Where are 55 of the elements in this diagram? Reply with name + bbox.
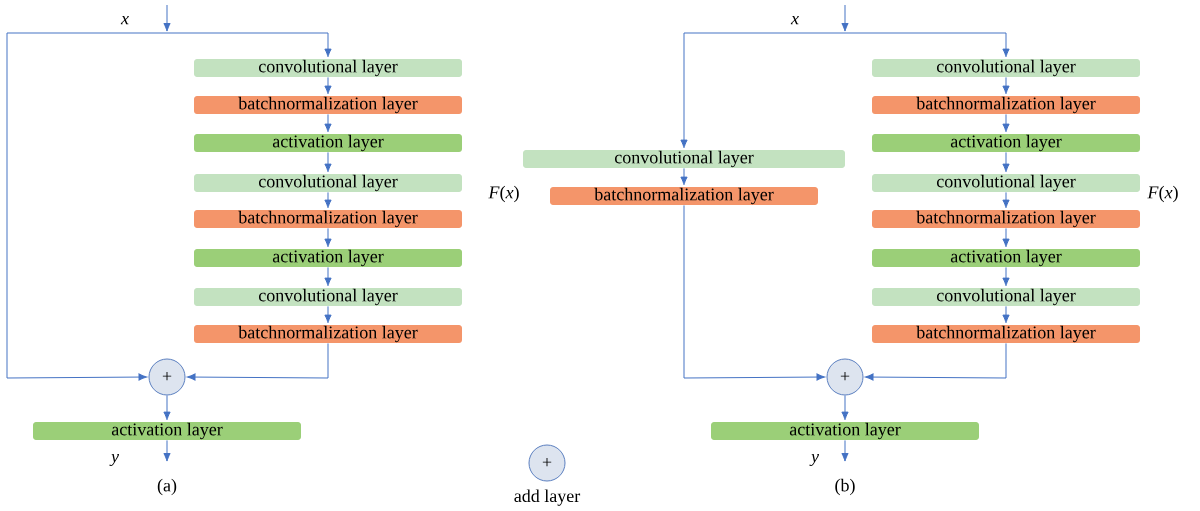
layer-box: activation layer: [872, 249, 1140, 267]
variable-label: (a): [157, 478, 177, 496]
arrow: [683, 204, 826, 381]
arrow: [680, 32, 846, 149]
variable-label: x: [790, 15, 799, 25]
arrow: [186, 342, 329, 381]
layer-box: activation layer: [872, 134, 1140, 152]
layer-box: activation layer: [711, 422, 979, 440]
arrow: [1002, 113, 1010, 133]
layer-box: batchnormalization layer: [194, 325, 462, 343]
arrow: [841, 439, 849, 462]
arrow: [1002, 151, 1010, 173]
layer-box: batchnormalization layer: [550, 187, 818, 205]
layer-box: activation layer: [33, 422, 301, 440]
arrow: [166, 32, 332, 58]
arrow: [864, 342, 1007, 381]
arrow: [324, 266, 332, 287]
arrow: [324, 113, 332, 133]
layer-box: convolutional layer: [523, 150, 845, 168]
arrow: [844, 32, 1010, 58]
layer-box: batchnormalization layer: [194, 210, 462, 228]
layer-box: batchnormalization layer: [872, 96, 1140, 114]
variable-label: x: [120, 15, 129, 25]
layer-box: activation layer: [194, 249, 462, 267]
variable-label: F(x): [1147, 185, 1178, 203]
arrow: [324, 191, 332, 209]
layer-box: convolutional layer: [872, 174, 1140, 192]
layer-box: convolutional layer: [194, 288, 462, 306]
arrow: [163, 395, 171, 421]
arrow: [841, 395, 849, 421]
arrow: [1002, 191, 1010, 209]
layer-box: batchnormalization layer: [872, 325, 1140, 343]
layer-box: activation layer: [194, 134, 462, 152]
layer-box: batchnormalization layer: [194, 96, 462, 114]
arrow: [680, 167, 688, 186]
variable-label: F(x): [488, 185, 519, 203]
arrow: [324, 76, 332, 95]
arrow: [324, 151, 332, 173]
arrow: [324, 305, 332, 324]
layer-box: convolutional layer: [872, 288, 1140, 306]
arrow: [841, 4, 849, 32]
arrow: [1002, 305, 1010, 324]
node-label: add layer: [514, 489, 581, 506]
arrow: [1002, 76, 1010, 95]
layer-box: convolutional layer: [194, 59, 462, 77]
variable-label: (b): [835, 478, 855, 496]
arrow: [1002, 227, 1010, 248]
arrow: [1002, 266, 1010, 287]
layer-box: convolutional layer: [872, 59, 1140, 77]
layer-box: batchnormalization layer: [872, 210, 1140, 228]
arrow: [163, 4, 171, 32]
layer-box: convolutional layer: [194, 174, 462, 192]
arrow: [6, 32, 168, 381]
arrow: [163, 439, 171, 462]
arrow: [324, 227, 332, 248]
